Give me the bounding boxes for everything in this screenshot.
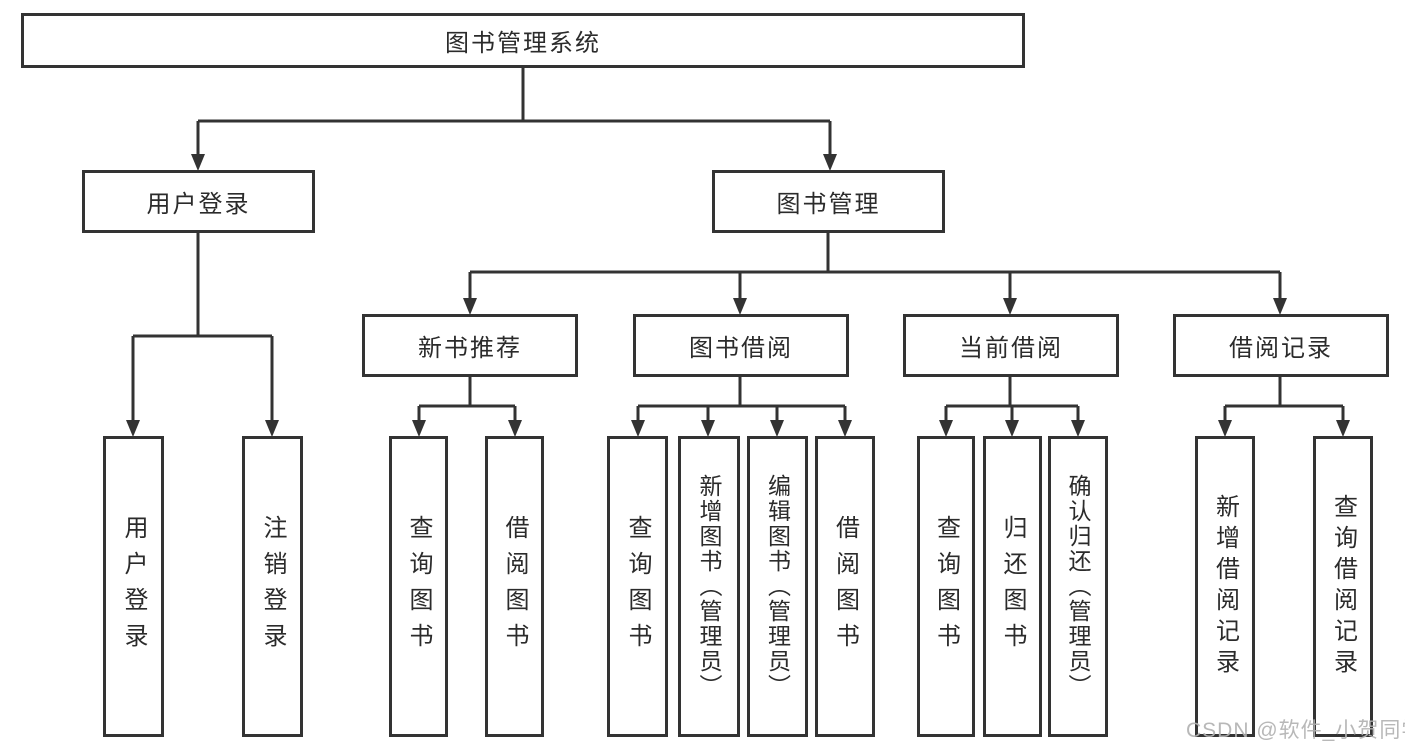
node-current-borrowing: 当前借阅 (903, 314, 1119, 377)
arrowhead-icon (265, 420, 279, 437)
leaf-add-borrow-record: 新增借阅记录 (1195, 436, 1255, 737)
leaf-logout-label: 注销登录 (259, 514, 286, 659)
leaf-return-books-label: 归还图书 (999, 514, 1026, 659)
arrowhead-icon (939, 420, 953, 437)
node-user-login: 用户登录 (82, 170, 315, 233)
connector-user-login-to-leaves (126, 233, 279, 437)
node-borrowing-records: 借阅记录 (1173, 314, 1389, 377)
arrowhead-icon (412, 420, 426, 437)
arrowhead-icon (1071, 420, 1085, 437)
leaf-confirm-return-admin-label: 确认归还（管理员） (1065, 474, 1091, 699)
arrowhead-icon (1003, 298, 1017, 315)
arrowhead-icon (733, 298, 747, 315)
arrowhead-icon (191, 154, 205, 171)
node-root: 图书管理系统 (21, 13, 1025, 68)
connector-root-to-level2 (191, 68, 837, 171)
leaf-borrow-books-borrowing: 借阅图书 (815, 436, 875, 737)
leaf-query-books-borrowing: 查询图书 (607, 436, 668, 737)
leaf-query-books-recommend-label: 查询图书 (405, 514, 432, 659)
leaf-logout: 注销登录 (242, 436, 303, 737)
node-book-borrowing: 图书借阅 (633, 314, 849, 377)
leaf-borrow-books-recommend-label: 借阅图书 (501, 514, 528, 659)
arrowhead-icon (126, 420, 140, 437)
leaf-borrow-books-borrowing-label: 借阅图书 (831, 514, 859, 659)
arrowhead-icon (1336, 420, 1350, 437)
leaf-add-books-admin-label: 新增图书（管理员） (696, 474, 722, 699)
csdn-watermark: CSDN @软件_小贺同学 (1186, 719, 1405, 742)
node-book-management-label: 图书管理 (776, 191, 881, 218)
arrowhead-icon (463, 298, 477, 315)
leaf-query-books-current: 查询图书 (917, 436, 975, 737)
node-user-login-label: 用户登录 (146, 191, 251, 218)
leaf-add-books-admin: 新增图书（管理员） (678, 436, 740, 737)
node-current-borrowing-label: 当前借阅 (959, 335, 1063, 362)
leaf-edit-books-admin-label: 编辑图书（管理员） (764, 474, 791, 699)
leaf-query-borrow-record: 查询借阅记录 (1313, 436, 1373, 737)
leaf-add-borrow-record-label: 新增借阅记录 (1211, 493, 1239, 680)
node-borrowing-records-label: 借阅记录 (1229, 335, 1333, 362)
arrowhead-icon (823, 154, 837, 171)
leaf-query-books-current-label: 查询图书 (932, 514, 960, 659)
leaf-query-books-recommend: 查询图书 (389, 436, 448, 737)
node-new-book-recommend-label: 新书推荐 (418, 335, 522, 362)
node-new-book-recommend: 新书推荐 (362, 314, 578, 377)
node-book-borrowing-label: 图书借阅 (689, 335, 793, 362)
leaf-borrow-books-recommend: 借阅图书 (485, 436, 544, 737)
arrowhead-icon (508, 420, 522, 437)
arrowhead-icon (701, 420, 715, 437)
connector-book-borrowing-to-leaves (631, 377, 852, 437)
leaf-return-books: 归还图书 (983, 436, 1042, 737)
arrowhead-icon (770, 420, 784, 437)
arrowhead-icon (838, 420, 852, 437)
leaf-user-login: 用户登录 (103, 436, 164, 737)
arrowhead-icon (1005, 420, 1019, 437)
arrowhead-icon (631, 420, 645, 437)
node-root-label: 图书管理系统 (445, 30, 601, 57)
connector-borrowing-records-to-leaves (1218, 377, 1350, 437)
leaf-query-borrow-record-label: 查询借阅记录 (1329, 493, 1357, 680)
leaf-query-books-borrowing-label: 查询图书 (624, 514, 651, 659)
leaf-edit-books-admin: 编辑图书（管理员） (747, 436, 808, 737)
leaf-user-login-label: 用户登录 (120, 514, 147, 659)
connector-new-book-recommend-to-leaves (412, 377, 522, 437)
node-book-management: 图书管理 (712, 170, 945, 233)
connector-book-management-to-level3 (463, 233, 1287, 315)
arrowhead-icon (1218, 420, 1232, 437)
arrowhead-icon (1273, 298, 1287, 315)
connector-current-borrowing-to-leaves (939, 377, 1085, 437)
leaf-confirm-return-admin: 确认归还（管理员） (1048, 436, 1108, 737)
